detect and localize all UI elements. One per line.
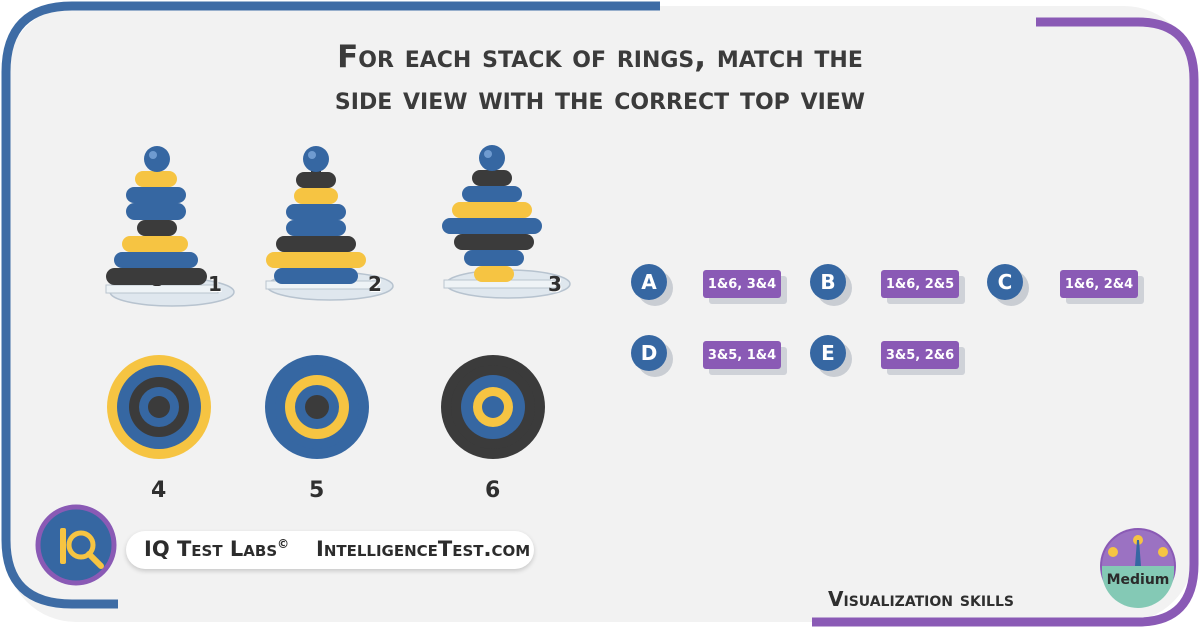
top-view-6 (441, 355, 545, 459)
option-d-value[interactable]: 3&5, 1&4 (703, 341, 781, 369)
option-b-button[interactable]: B (810, 264, 846, 300)
option-c-button[interactable]: C (987, 264, 1023, 300)
stack-label-3: 3 (548, 272, 562, 296)
difficulty-label: Medium (1106, 572, 1170, 588)
copyright-mark: © (277, 537, 290, 551)
title-line-1: For each stack of rings, match the (337, 39, 863, 75)
top-view-5 (265, 355, 369, 459)
brand-banner: IQ Test Labs© IntelligenceTest.com (126, 531, 534, 569)
stack-label-1: 1 (208, 272, 222, 296)
option-d-button[interactable]: D (631, 335, 667, 371)
top-view-label-5: 5 (309, 478, 325, 503)
option-a-value[interactable]: 1&6, 3&4 (703, 270, 781, 298)
difficulty-gauge-icon (1100, 528, 1176, 608)
option-e-value[interactable]: 3&5, 2&6 (881, 341, 959, 369)
magnifier-logo-icon (35, 504, 117, 586)
question-title: For each stack of rings, match the side … (250, 36, 950, 120)
brand-name-text: IQ Test Labs (144, 537, 278, 561)
option-b-value[interactable]: 1&6, 2&5 (881, 270, 959, 298)
brand-name: IQ Test Labs© (144, 537, 289, 561)
brand-site-link[interactable]: IntelligenceTest.com (316, 537, 531, 561)
title-line-2: side view with the correct top view (334, 81, 866, 117)
skill-label: Visualization skills (828, 587, 1014, 611)
option-e-button[interactable]: E (810, 335, 846, 371)
stack-label-2: 2 (368, 272, 382, 296)
option-c-value[interactable]: 1&6, 2&4 (1060, 270, 1138, 298)
ring-stack-3 (442, 145, 571, 299)
top-view-label-4: 4 (151, 478, 167, 503)
option-a-button[interactable]: A (631, 264, 667, 300)
top-view-label-6: 6 (485, 478, 501, 503)
ring-stack-2 (265, 146, 394, 301)
ring-stack-1 (105, 146, 235, 307)
top-view-4 (107, 355, 211, 459)
